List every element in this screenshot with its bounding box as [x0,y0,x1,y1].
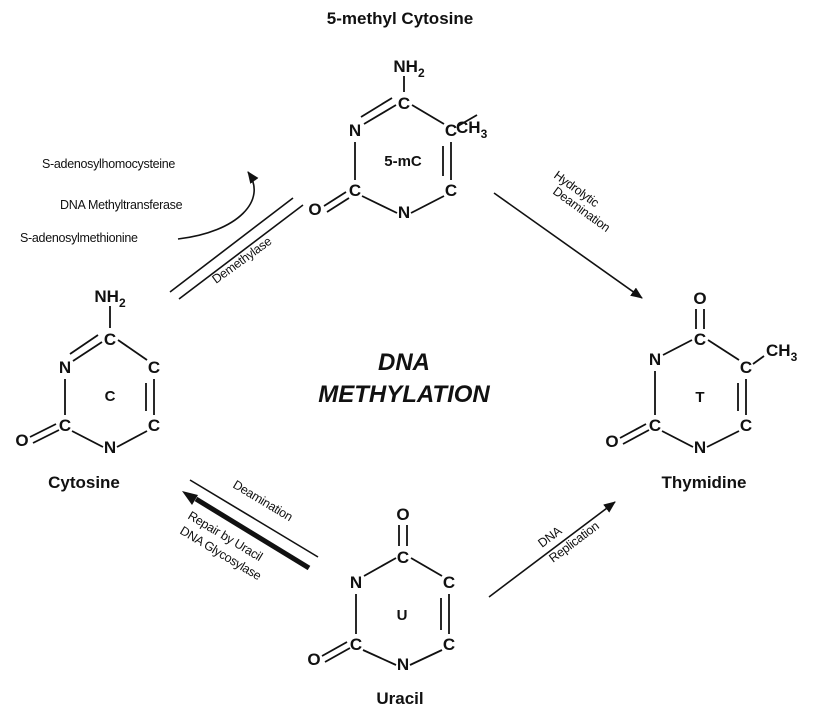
thymidine-name: Thymidine [661,473,746,492]
cytosine-c2: C [59,416,71,435]
uracil-n3: N [397,655,409,674]
cytosine-n3: N [104,438,116,457]
cytosine-c5: C [148,358,160,377]
uracil-repair-arrowhead [182,491,198,505]
dna-replication-reaction: DNA Replication [488,501,616,598]
methylcytosine-c4: C [398,94,410,113]
uracil-ring-label: U [397,607,408,624]
methylcytosine-n3: N [398,203,410,222]
thymidine-bonds [619,309,765,448]
cytosine-ring-label: C [105,388,116,405]
thymidine-ring-atoms: N C O N C C C [605,330,752,457]
uracil-c4: C [397,548,409,567]
diagram-title: DNA METHYLATION [318,349,490,408]
cytosine-c4: C [104,330,116,349]
cytosine-name: Cytosine [48,473,120,492]
methylcytosine-amino-group: NH2 [393,57,425,80]
uracil-c6: C [443,635,455,654]
thymidine-ring-label: T [695,389,704,406]
uracil-name: Uracil [376,689,423,708]
methylcytosine-ring-atoms: N C O N C C C [308,94,457,222]
methylation-product-label: S-adenosylhomocysteine [42,157,175,171]
uracil-repair-arrow [194,496,311,571]
uracil-c2: C [350,635,362,654]
thymidine-oxygen-bottom: O [605,432,618,451]
deamination-arrow [189,479,319,558]
diagram-title-line-2: METHYLATION [318,381,490,408]
methyltransferase-label: DNA Methyltransferase [60,198,183,212]
thymidine-oxygen-top: O [693,289,706,308]
diagram-title-line-1: DNA [378,349,430,376]
methyltransferase-demethylase-arrows: Demethylase [169,197,304,300]
uracil-c5: C [443,573,455,592]
methylation-arrow [169,197,294,293]
methylcytosine-molecule: 5-methyl Cytosine NH2 CH3 N C O N C C C … [308,9,487,222]
thymidine-n3: N [694,438,706,457]
cytosine-c6: C [148,416,160,435]
uracil-oxygen-top: O [396,505,409,524]
thymidine-c5: C [740,358,752,377]
methylation-cofactors: S-adenosylhomocysteine DNA Methyltransfe… [20,157,259,245]
deamination-label: Deamination [230,478,295,525]
cytosine-oxygen: O [15,431,28,450]
uracil-bonds [321,525,450,666]
uracil-n1: N [350,573,362,592]
methylcytosine-bonds [323,76,478,214]
cytosine-bonds [29,306,155,448]
cytosine-amino-group: NH2 [94,287,126,310]
methylcytosine-c5: C [445,121,457,140]
hydrolytic-deamination-arrow [493,192,643,299]
demethylase-arrow [178,204,304,300]
methylcytosine-name: 5-methyl Cytosine [327,9,473,28]
demethylase-label: Demethylase [210,234,275,286]
thymidine-c4: C [694,330,706,349]
methylation-donor-label: S-adenosylmethionine [20,231,138,245]
cofactor-curved-arrow [177,171,259,240]
thymidine-methyl-group: CH3 [766,341,798,364]
methylcytosine-ring-label: 5-mC [384,153,422,170]
thymidine-c6: C [740,416,752,435]
cytosine-molecule: NH2 N C O N C C C C Cytosine [15,287,160,492]
hydrolytic-deamination-reaction: Hydrolytic Deamination [493,168,643,299]
methylcytosine-oxygen: O [308,200,321,219]
uracil-oxygen-bottom: O [307,650,320,669]
uracil-ring-atoms: N C O N C C C [307,548,455,674]
dna-replication-arrow [488,501,616,598]
uracil-molecule: O N C O N C C C U Uracil [307,505,455,708]
methylcytosine-methyl-group: CH3 [456,118,488,141]
cytosine-ring-atoms: N C O N C C C [15,330,160,457]
methylcytosine-c6: C [445,181,457,200]
thymidine-c2: C [649,416,661,435]
thymidine-molecule: O CH3 N C O N C C C T Thymidine [605,289,797,492]
cytosine-n1: N [59,358,71,377]
thymidine-n1: N [649,350,661,369]
deamination-repair-arrows: Deamination Repair by Uracil DNA Glycosy… [177,478,319,583]
methylcytosine-n1: N [349,121,361,140]
methylcytosine-c2: C [349,181,361,200]
